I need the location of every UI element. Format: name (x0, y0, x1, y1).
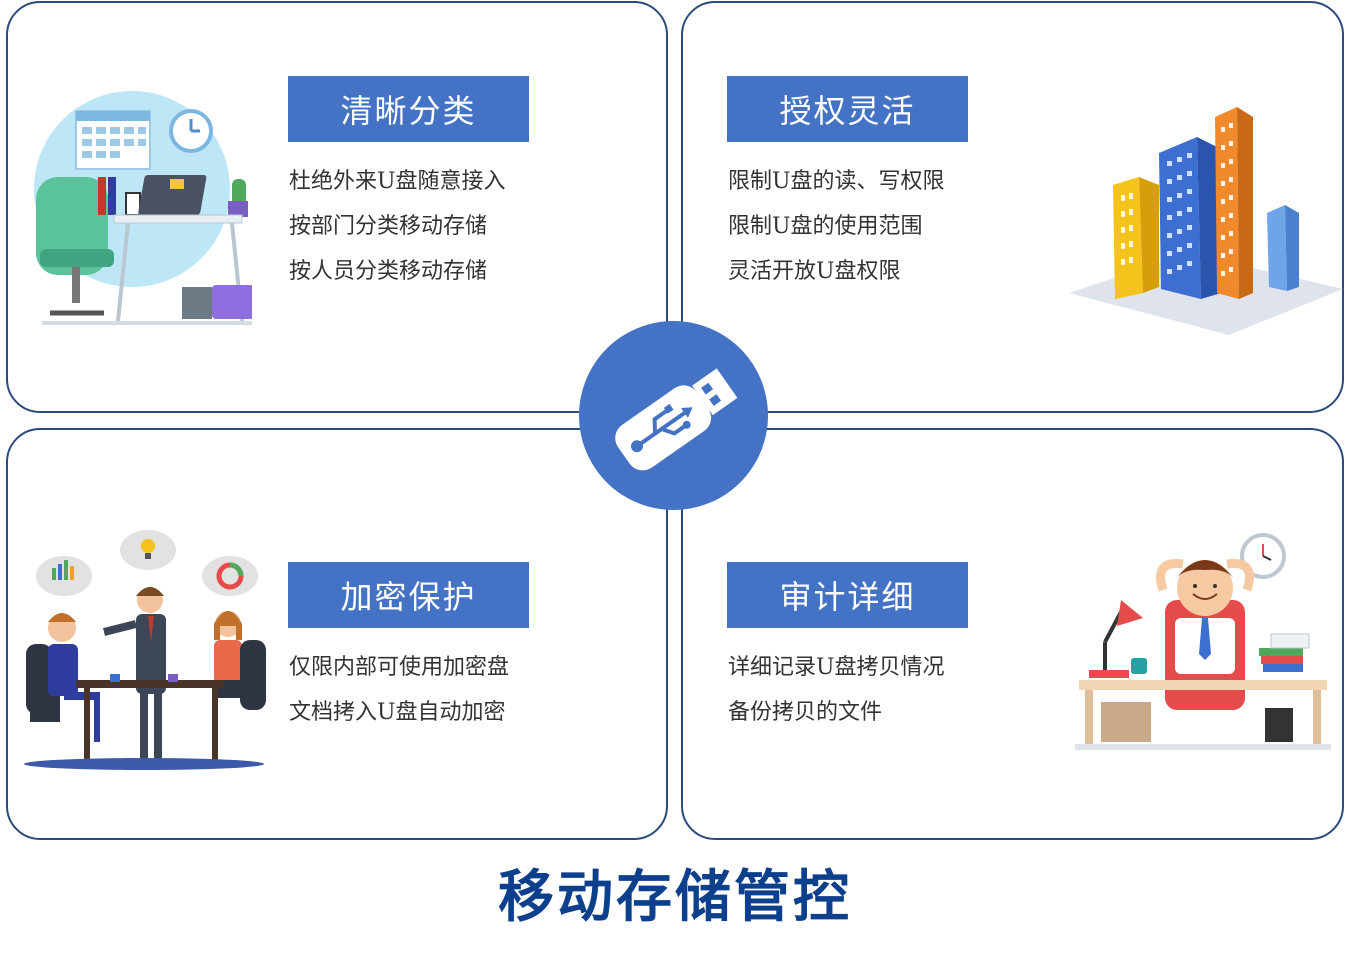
feature-line: 备份拷贝的文件 (728, 700, 883, 725)
feature-line: 限制U盘的读、写权限 (728, 169, 945, 194)
heading-encryption-protection: 加密保护 (288, 562, 529, 628)
heading-clear-classification: 清晰分类 (288, 76, 529, 142)
usb-drive-icon (579, 321, 768, 510)
feature-list-clear-classification: 杜绝外来U盘随意接入 按部门分类移动存储 按人员分类移动存储 (289, 159, 506, 294)
feature-line: 灵活开放U盘权限 (728, 259, 901, 284)
feature-line: 杜绝外来U盘随意接入 (289, 169, 506, 194)
feature-list-flexible-authorization: 限制U盘的读、写权限 限制U盘的使用范围 灵活开放U盘权限 (728, 159, 945, 294)
relaxed-worker-illustration (1075, 533, 1331, 750)
panel-detailed-audit: 审计详细 详细记录U盘拷贝情况 备份拷贝的文件 (681, 428, 1344, 840)
feature-list-encryption-protection: 仅限内部可使用加密盘 文档拷入U盘自动加密 (289, 645, 509, 735)
feature-line: 按部门分类移动存储 (289, 214, 488, 239)
feature-line: 仅限内部可使用加密盘 (289, 655, 510, 680)
business-meeting-illustration (24, 530, 266, 770)
feature-line: 详细记录U盘拷贝情况 (728, 655, 945, 680)
feature-list-detailed-audit: 详细记录U盘拷贝情况 备份拷贝的文件 (728, 645, 945, 735)
heading-flexible-authorization: 授权灵活 (727, 76, 968, 142)
city-buildings-illustration (1069, 107, 1343, 335)
panel-flexible-authorization: 授权灵活 限制U盘的读、写权限 限制U盘的使用范围 灵活开放U盘权限 (681, 1, 1344, 413)
feature-line: 按人员分类移动存储 (289, 259, 488, 284)
feature-line: 文档拷入U盘自动加密 (289, 700, 506, 725)
office-desk-illustration (34, 91, 252, 325)
heading-detailed-audit: 审计详细 (727, 562, 968, 628)
panel-clear-classification: 清晰分类 杜绝外来U盘随意接入 按部门分类移动存储 按人员分类移动存储 (6, 1, 668, 413)
panel-encryption-protection: 加密保护 仅限内部可使用加密盘 文档拷入U盘自动加密 (6, 428, 668, 840)
usb-badge (579, 321, 768, 510)
feature-line: 限制U盘的使用范围 (728, 214, 923, 239)
page-title: 移动存储管控 (498, 864, 852, 930)
